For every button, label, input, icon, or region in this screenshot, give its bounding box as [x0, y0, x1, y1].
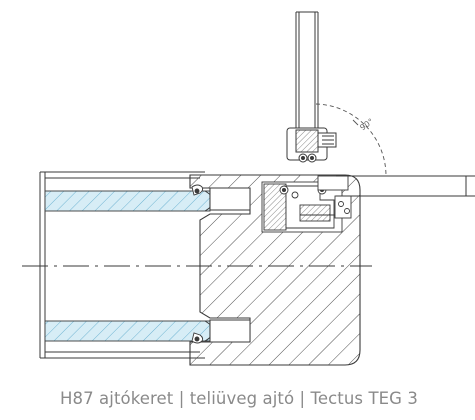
- cad-section-drawing: 90°: [22, 11, 475, 366]
- lower-glass-pane: [44, 320, 214, 342]
- closed-door-panel: [336, 175, 475, 197]
- open-door-leaf: [286, 11, 337, 163]
- swing-arc-tick: [352, 119, 359, 126]
- upper-glass-pane: [44, 190, 214, 212]
- hinge-assembly: [261, 175, 352, 233]
- figure-caption: H87 ajtókeret | teliüveg ajtó | Tectus T…: [60, 389, 419, 408]
- angle-label: 90°: [358, 117, 375, 133]
- glass-seals: [191, 184, 204, 344]
